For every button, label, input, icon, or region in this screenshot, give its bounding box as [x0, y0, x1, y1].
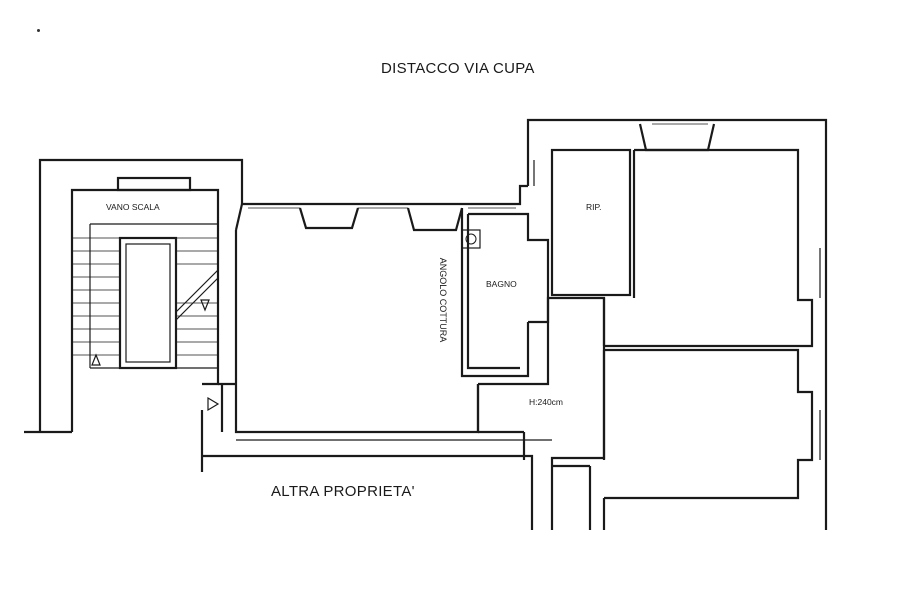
flue-icon	[465, 233, 477, 245]
south-wall	[202, 454, 534, 530]
storage-label: RIP.	[586, 202, 602, 212]
pier-3	[638, 123, 716, 152]
bathroom-label: BAGNO	[486, 279, 517, 289]
scan-speck	[37, 29, 40, 32]
stairwell-label: VANO SCALA	[106, 202, 160, 212]
stair-break-line-1	[175, 269, 219, 313]
living-corner	[234, 203, 244, 231]
bathroom-walls	[468, 212, 550, 324]
corridor-north	[478, 296, 552, 386]
bedroom-1-walls	[604, 148, 814, 348]
stair-well-inner	[125, 243, 171, 363]
stair-inner-wall	[70, 188, 220, 432]
right-block	[526, 118, 828, 530]
stair-arrow-up	[200, 299, 210, 312]
stair-steps-right	[176, 237, 218, 356]
kitchen-partition	[460, 208, 530, 378]
stair-top-jamb	[116, 176, 192, 192]
storage-room	[550, 148, 632, 297]
flue-box	[461, 229, 481, 249]
right-outer	[526, 118, 828, 530]
ceiling-height-label: H:240cm	[529, 397, 564, 407]
pier-1	[298, 207, 360, 230]
north-wall-living	[242, 184, 528, 206]
street-setback-label: DISTACCO VIA CUPA	[381, 60, 535, 77]
bedroom-2-walls	[604, 348, 814, 500]
living-room	[200, 184, 552, 530]
bathroom	[466, 212, 550, 370]
pier-2	[406, 207, 464, 232]
stair-well-outer	[118, 236, 178, 370]
kitchen-corner-label: ANGOLO COTTURA	[438, 257, 448, 343]
entrance-arrow	[207, 396, 220, 412]
stair-steps-left	[72, 237, 120, 356]
other-property-label: ALTRA PROPRIETA'	[271, 483, 415, 500]
corridor	[476, 296, 606, 530]
corridor-east	[550, 296, 606, 530]
stairwell	[24, 158, 244, 434]
stair-arrow-down	[91, 353, 101, 366]
bathroom-west	[466, 214, 520, 370]
stair-outer-wall	[38, 158, 244, 432]
stair-break-line-2	[175, 277, 219, 321]
